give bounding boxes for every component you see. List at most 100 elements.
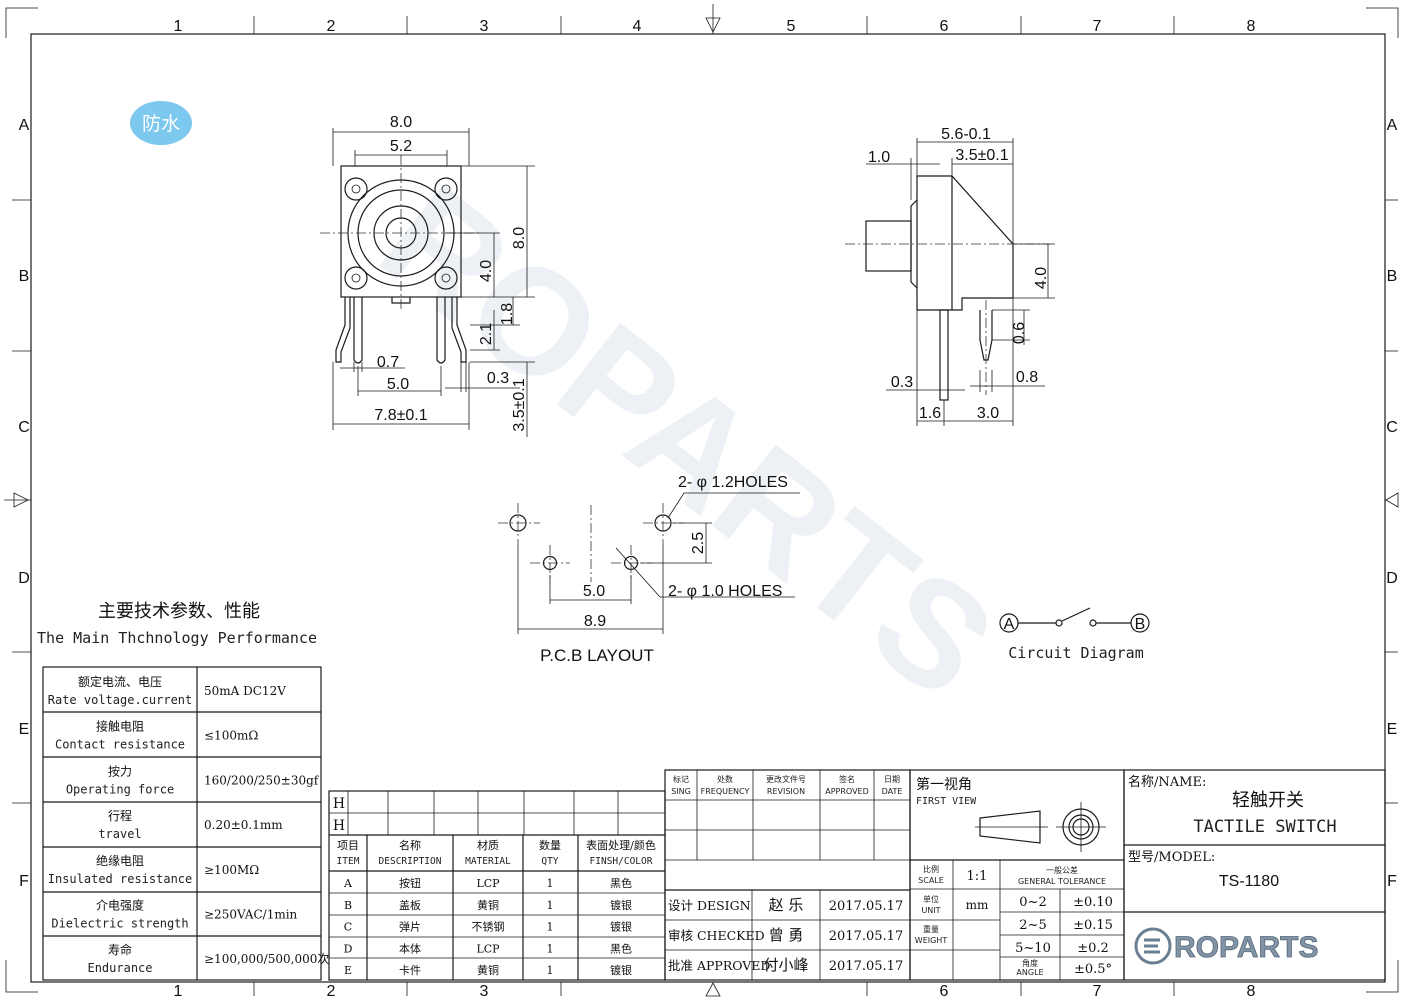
dim-4-0-side: 4.0 <box>1033 267 1050 289</box>
spec-param-cn: 额定电流、电压 <box>78 674 162 689</box>
tolerance-value: ±0.2 <box>1077 941 1109 956</box>
spec-title-cn: 主要技术参数、性能 <box>98 601 260 622</box>
dim-width-8: 8.0 <box>390 114 412 131</box>
spec-param-en: Rate voltage.current <box>48 693 193 707</box>
bom-header-en: DESCRIPTION <box>379 856 442 867</box>
spec-param-en: Contact resistance <box>55 738 185 752</box>
row-label: B <box>19 268 30 285</box>
col-label: 5 <box>787 18 796 35</box>
bom-cell: E <box>344 964 352 977</box>
bom-cell: LCP <box>476 942 500 955</box>
spec-value: ≥250VAC/1min <box>204 908 298 922</box>
dim-1-0: 1.0 <box>868 149 890 166</box>
callout-holes-1-2: 2- φ 1.2HOLES <box>678 474 788 491</box>
weight-en: WEIGHT <box>915 936 948 945</box>
revision-block: 标记SING处数FREQUENCY更改文件号REVISION签名APPROVED… <box>664 769 911 981</box>
bom-cell: C <box>344 921 352 934</box>
side-view: 5.6-0.1 1.0 3.5±0.1 4.0 0.6 0.3 0.8 1.6 … <box>845 126 1055 426</box>
spec-value: 160/200/250±30gf <box>204 773 320 787</box>
bom-cell: A <box>343 877 353 890</box>
bom-h-mark: H <box>333 818 345 834</box>
spec-param-cn: 绝缘电阻 <box>96 853 144 868</box>
badge-background <box>130 101 192 145</box>
scale-en: SCALE <box>918 876 944 885</box>
revision-header-en: APPROVED <box>825 787 869 796</box>
bom-cell: 镀银 <box>610 920 632 934</box>
sign-name: 赵 乐 <box>769 896 804 914</box>
spec-value: ≥100MΩ <box>204 863 259 877</box>
revision-header-cn: 签名 <box>839 774 855 784</box>
bom-header-cn: 项目 <box>337 839 359 852</box>
dim-0-3: 0.3 <box>487 370 509 387</box>
col-label: 3 <box>480 983 489 998</box>
row-label: C <box>1386 419 1398 436</box>
bom-cell: D <box>344 942 353 955</box>
row-label: C <box>18 419 30 436</box>
bom-cell: 本体 <box>399 941 421 955</box>
bom-header-cn: 数量 <box>539 839 561 852</box>
col-label: 1 <box>174 983 183 998</box>
tolerance-value: ±0.10 <box>1073 895 1113 910</box>
dim-0-3-side: 0.3 <box>891 374 913 391</box>
spec-param-cn: 寿命 <box>108 942 132 957</box>
bom-header-en: QTY <box>541 856 558 867</box>
col-label: 2 <box>327 983 336 998</box>
dim-8-9: 8.9 <box>584 613 606 630</box>
logo-text: ROPARTS <box>1174 931 1318 964</box>
spec-param-en: Endurance <box>87 961 152 975</box>
spec-param-cn: 介电强度 <box>96 898 144 913</box>
dim-width-5-2: 5.2 <box>390 138 412 155</box>
revision-header-en: FREQUENCY <box>701 787 750 796</box>
name-label: 名称/NAME: <box>1128 774 1206 790</box>
bom-cell: 黄铜 <box>477 963 499 977</box>
dim-5-0: 5.0 <box>387 376 409 393</box>
projection-cone-icon <box>979 810 1041 844</box>
spec-value: ≤100mΩ <box>204 729 258 743</box>
bom-cell: 1 <box>547 964 554 977</box>
revision-header-cn: 处数 <box>717 774 733 784</box>
spec-param-cn: 行程 <box>108 808 132 823</box>
tolerance-range: 0~2 <box>1019 895 1046 910</box>
product-name-en: TACTILE SWITCH <box>1193 817 1336 837</box>
bom-table: H H 项目ITEM名称DESCRIPTION材质MATERIAL数量QTY表面… <box>328 790 666 981</box>
revision-header-cn: 日期 <box>884 775 900 784</box>
bom-cell: 黑色 <box>610 876 632 890</box>
model-label: 型号/MODEL: <box>1128 850 1215 865</box>
projection-en: FIRST VIEW <box>916 796 977 807</box>
col-label: 8 <box>1247 18 1256 35</box>
model-number: TS-1180 <box>1219 873 1279 890</box>
roparts-logo: ROPARTS <box>1134 927 1319 965</box>
sign-date: 2017.05.17 <box>829 899 903 914</box>
dim-0-6: 0.6 <box>1011 322 1028 344</box>
tolerance-en: GENERAL TOLERANCE <box>1018 877 1106 886</box>
bom-header-en: FINSH/COLOR <box>590 856 653 867</box>
projection-cn: 第一视角 <box>916 776 972 793</box>
dim-1-6: 1.6 <box>919 405 941 422</box>
row-label: E <box>19 721 30 738</box>
bom-h-mark: H <box>333 796 345 812</box>
row-label: A <box>1387 117 1398 134</box>
dim-3-5-side: 3.5±0.1 <box>955 147 1008 164</box>
bom-header-cn: 名称 <box>399 838 421 852</box>
col-label: 6 <box>940 983 949 998</box>
dim-0-7: 0.7 <box>377 354 399 371</box>
spec-param-cn: 接触电阻 <box>96 719 144 734</box>
dim-7-8: 7.8±0.1 <box>374 407 427 424</box>
pcb-layout-title: P.C.B LAYOUT <box>540 646 654 665</box>
dim-height-8: 8.0 <box>511 227 528 249</box>
spec-value: ≥100,000/500,000次 <box>204 952 329 966</box>
bom-cell: B <box>344 899 352 912</box>
revision-header-en: SING <box>671 787 691 796</box>
spec-param-en: Insulated resistance <box>48 872 193 886</box>
spec-table: 主要技术参数、性能 The Main Thchnology Performanc… <box>37 601 329 981</box>
dim-3-0: 3.0 <box>977 405 999 422</box>
revision-header-cn: 标记 <box>673 774 689 784</box>
bom-cell: 黄铜 <box>477 898 499 912</box>
bom-cell: 镀银 <box>610 898 632 912</box>
spec-param-en: Operating force <box>66 782 174 796</box>
terminal-a-label: A <box>1004 616 1015 633</box>
spec-value: 0.20±0.1mm <box>204 818 283 832</box>
bom-cell: 镀银 <box>610 963 632 977</box>
unit-cn: 单位 <box>923 894 939 904</box>
front-view: 8.0 5.2 8.0 4.0 1.8 2.1 0.7 5.0 0.3 7.8±… <box>320 114 535 437</box>
